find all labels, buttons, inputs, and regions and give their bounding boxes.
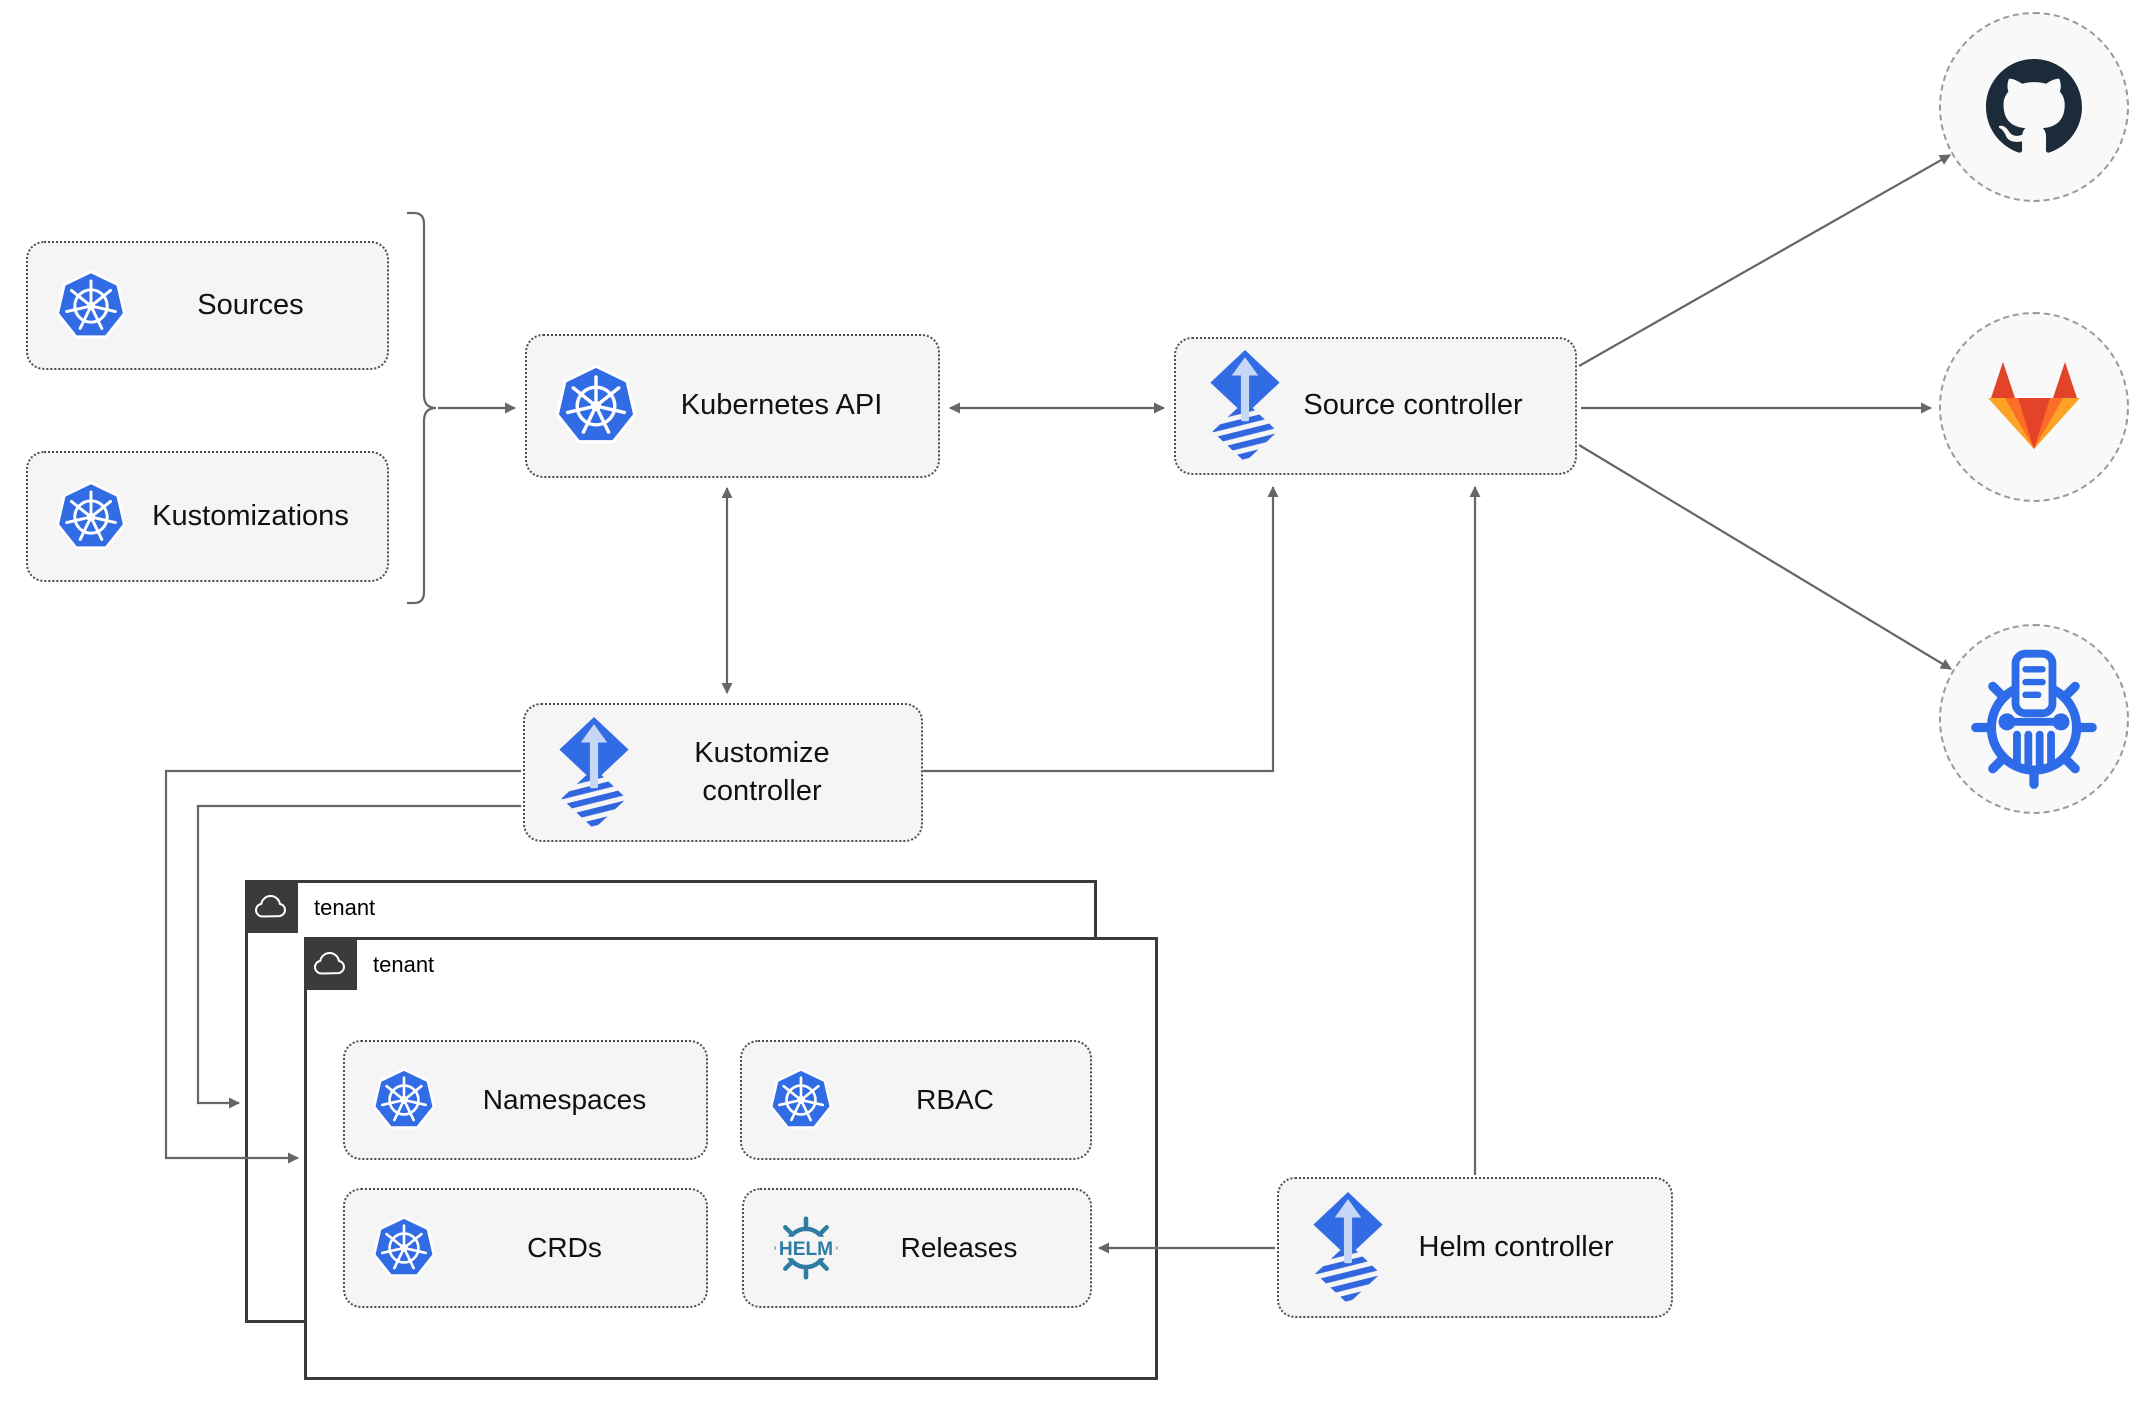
helm-icon-text: HELM <box>779 1239 833 1260</box>
chartmuseum-icon <box>1971 649 2097 789</box>
node-helm-controller: Helm controller <box>1277 1177 1673 1318</box>
node-label: Kubernetes API <box>680 389 883 422</box>
edge-sourcecontroller-github <box>1578 154 1951 367</box>
tenant-label: tenant <box>373 952 435 977</box>
node-label: Kustomize controller <box>694 736 830 807</box>
node-kustomize-controller: Kustomize controller <box>523 703 923 842</box>
node-crds: CRDs <box>343 1188 708 1308</box>
node-source-controller: Source controller <box>1174 337 1577 475</box>
node-kustomizations: Kustomizations <box>26 451 389 582</box>
tenant-label: tenant <box>314 895 376 920</box>
cloud-icon <box>313 951 349 977</box>
kubernetes-icon <box>371 1215 437 1281</box>
kubernetes-icon <box>371 1067 437 1133</box>
flux-icon <box>1202 348 1288 464</box>
github-icon <box>1986 59 2082 153</box>
node-releases: HELM Releases <box>742 1188 1092 1308</box>
node-label: RBAC <box>916 1083 994 1115</box>
node-sources: Sources <box>26 241 389 370</box>
node-label: Helm controller <box>1418 1230 1614 1263</box>
node-label: Source controller <box>1303 389 1523 422</box>
tenant-tab <box>304 937 357 990</box>
cloud-icon <box>254 894 290 920</box>
endpoint-gitlab <box>1939 312 2129 502</box>
node-label: CRDs <box>527 1231 602 1263</box>
flux-icon <box>551 715 637 831</box>
node-label: Namespaces <box>482 1083 647 1115</box>
edge-kustomizecontroller-sourcecontroller <box>923 486 1279 773</box>
node-namespaces: Namespaces <box>343 1040 708 1160</box>
node-rbac: RBAC <box>740 1040 1092 1160</box>
node-label: Kustomizations <box>152 499 349 532</box>
bracket-sources-kustomizations <box>407 211 437 605</box>
gitlab-icon <box>1988 362 2080 449</box>
kubernetes-icon <box>553 363 639 449</box>
flux-icon <box>1305 1190 1391 1306</box>
endpoint-github <box>1939 12 2129 202</box>
kubernetes-icon <box>54 480 128 554</box>
endpoint-chartmuseum <box>1939 624 2129 814</box>
kubernetes-icon <box>54 269 128 343</box>
node-label: Sources <box>197 288 304 321</box>
tenant-tab <box>245 880 298 933</box>
node-label: Releases <box>900 1231 1018 1263</box>
node-kubernetes-api: Kubernetes API <box>525 334 940 478</box>
helm-icon: HELM <box>774 1216 838 1280</box>
kubernetes-icon <box>768 1067 834 1133</box>
edge-sourcecontroller-chartmuseum <box>1578 444 1952 670</box>
